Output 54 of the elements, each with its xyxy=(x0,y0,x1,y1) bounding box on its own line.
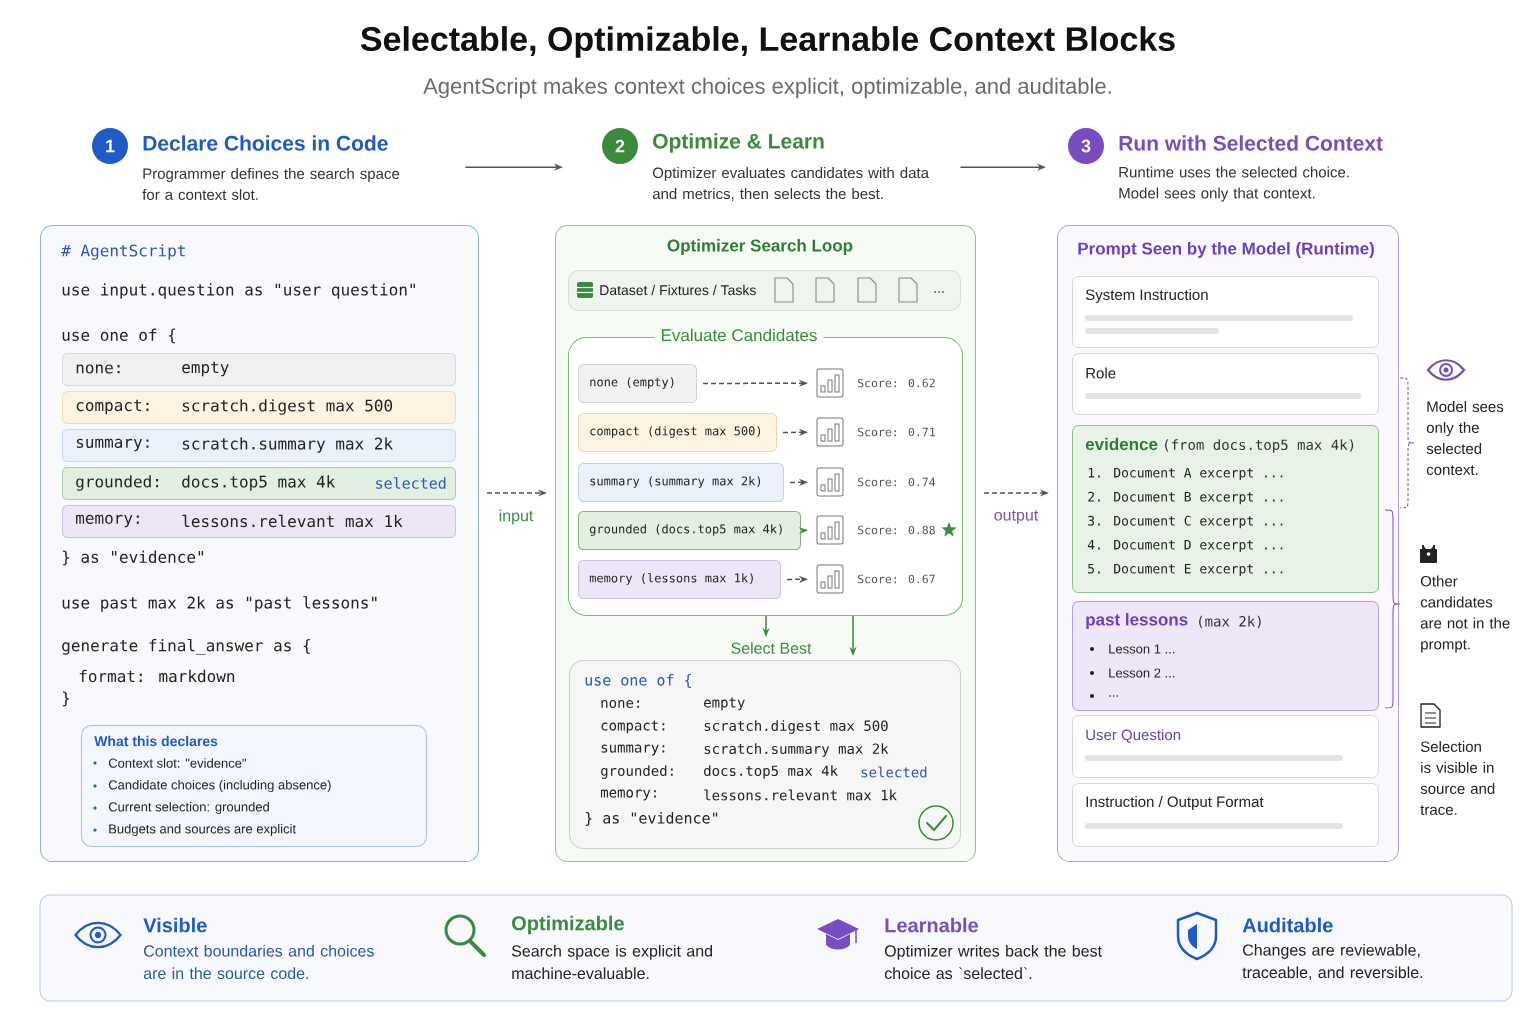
score-chip: Score: 0.67 xyxy=(816,564,935,594)
prompt-section: Role xyxy=(1072,353,1379,415)
prompt-section: past lessons (max 2k) Lesson 1 ... Lesson 2 ... ... xyxy=(1072,601,1379,711)
feature-title: Optimizable xyxy=(512,915,624,935)
step-label: Select Best xyxy=(731,642,812,654)
code-row: memory: lessons.relevant max 1k xyxy=(62,505,456,538)
prompt-section: evidence (from docs.top5 max 4k) 1. Document A excerpt ... 2. Document B excerpt ... 3. Document C excerpt ... 4. Document D excerpt ... 5. Document E excerpt ... xyxy=(1072,425,1379,593)
edge-label: input xyxy=(499,509,534,525)
feature-text: Search space is explicit and machine-evaluable. xyxy=(511,944,713,980)
node-label: Score: 0.67 xyxy=(858,574,935,584)
node-label: Score: 0.88 xyxy=(858,525,935,535)
feature-text: Context boundaries and choices are in the source code. xyxy=(143,944,374,980)
node-label: Programmer defines the search space for a context slot. xyxy=(142,167,400,200)
node-label: Declare Choices in Code xyxy=(143,135,388,151)
code-row: grounded: docs.top5 max 4k selected xyxy=(62,467,456,500)
dataset-bar: Dataset / Fixtures / Tasks ... xyxy=(568,270,961,311)
prompt-section: System Instruction xyxy=(1072,276,1379,348)
edge-label: output xyxy=(994,510,1039,524)
step-header: 1 Declare Choices in Code Programmer defines the search space for a context slot. xyxy=(92,128,400,200)
code-row: summary: scratch.summary max 2k xyxy=(62,429,456,462)
subtitle: AgentScript makes context choices explicit, optimizable, and auditable. xyxy=(423,77,1111,99)
prompt-section: User Question xyxy=(1072,715,1379,778)
side-note: Selection is visible in source and trace. xyxy=(1420,741,1495,815)
node-label: Score: 0.71 xyxy=(858,427,935,437)
score-chip: Score: 0.88 xyxy=(816,515,957,545)
code-row: none: empty xyxy=(62,353,456,386)
feature-title: Auditable xyxy=(1242,917,1333,933)
node-label: Runtime uses the selected choice. Model sees only that context. xyxy=(1119,166,1349,202)
step-header: 3 Run with Selected Context Runtime uses the selected choice. Model sees only that context. xyxy=(1068,128,1383,202)
candidate-box: grounded (docs.top5 max 4k) xyxy=(578,511,801,550)
feature-text: Optimizer writes back the best choice as `selected`. xyxy=(884,944,1102,980)
node-label: Optimize & Learn xyxy=(653,133,824,153)
node-label: Run with Selected Context xyxy=(1119,135,1383,151)
candidate-box: compact (digest max 500) xyxy=(578,413,777,452)
info-box: What this declares Context slot: "evidence" Candidate choices (including absence) Current selection: grounded Budgets and sources are explicit xyxy=(81,725,427,847)
side-note: Model sees only the selected context. xyxy=(1426,401,1504,475)
title: Selectable, Optimizable, Learnable Context Blocks xyxy=(360,26,1175,58)
feature-text: Changes are reviewable, traceable, and reversible. xyxy=(1242,944,1423,980)
candidate-box: memory (lessons max 1k) xyxy=(578,560,781,599)
node-label: Score: 0.74 xyxy=(858,477,936,487)
candidate-box: none (empty) xyxy=(578,364,697,403)
node-label: Optimizer evaluates candidates with data and metrics, then selects the best. xyxy=(652,167,929,201)
side-note: Other candidates are not in the prompt. xyxy=(1420,575,1510,653)
code-box: use one of { none: empty compact: scratch.digest max 500 summary: scratch.summary max 2k grounded: docs.top5 max 4k selected memory: lessons.relevant max 1k } as "evidence" xyxy=(569,660,961,849)
prompt-section: Instruction / Output Format xyxy=(1072,783,1379,847)
score-chip: Score: 0.74 xyxy=(816,467,936,497)
feature-title: Visible xyxy=(143,917,207,933)
score-chip: Score: 0.62 xyxy=(816,368,935,398)
step-header: 2 Optimize & Learn Optimizer evaluates candidates with data and metrics, then selects the best. xyxy=(602,128,929,201)
candidate-box: summary (summary max 2k) xyxy=(578,463,784,502)
code-row: compact: scratch.digest max 500 xyxy=(62,391,456,424)
node-label: Score: 0.62 xyxy=(858,378,935,388)
score-chip: Score: 0.71 xyxy=(816,417,935,447)
feature-title: Learnable xyxy=(885,917,978,933)
